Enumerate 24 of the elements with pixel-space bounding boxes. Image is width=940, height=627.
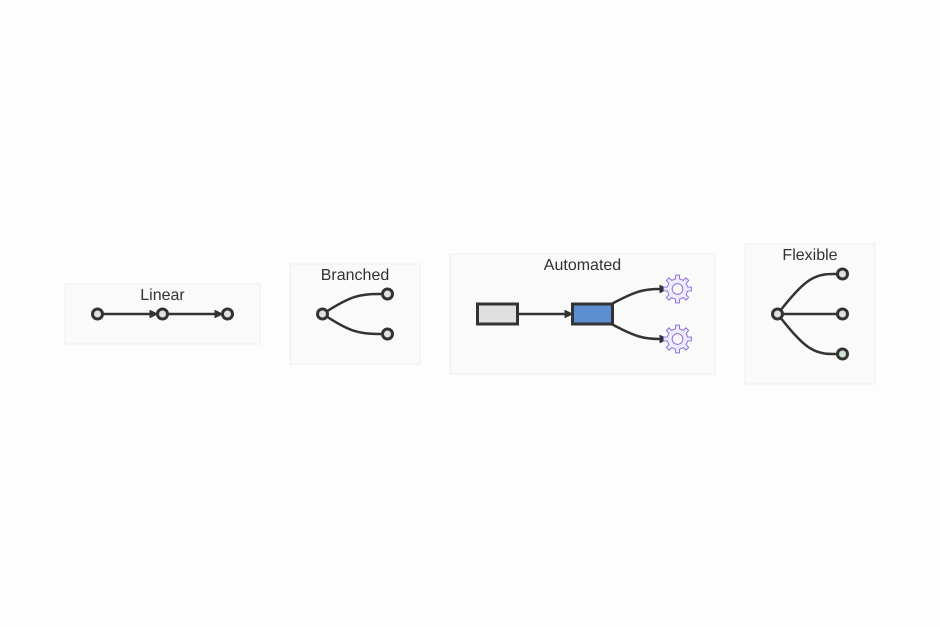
connector xyxy=(780,272,838,310)
node-circle xyxy=(156,307,169,320)
connector xyxy=(326,315,382,335)
cluster: Linear xyxy=(64,283,260,344)
node-circle xyxy=(381,327,394,340)
connector xyxy=(326,292,382,312)
node-circle xyxy=(381,287,394,300)
node-box xyxy=(476,302,519,325)
connector xyxy=(780,316,838,355)
cluster: Flexible xyxy=(744,243,876,384)
node-circle xyxy=(91,307,104,320)
node-circle xyxy=(771,307,784,320)
arrow xyxy=(518,309,573,318)
arrow xyxy=(168,309,223,318)
node-circle xyxy=(221,307,234,320)
cluster: Automated xyxy=(450,253,716,374)
node-circle xyxy=(316,307,329,320)
cluster: Branched xyxy=(290,263,420,364)
node-circle xyxy=(836,347,849,360)
connector xyxy=(782,312,838,315)
node-box xyxy=(571,302,614,325)
node-circle xyxy=(836,267,849,280)
arrow xyxy=(102,309,158,318)
node-circle xyxy=(836,307,849,320)
